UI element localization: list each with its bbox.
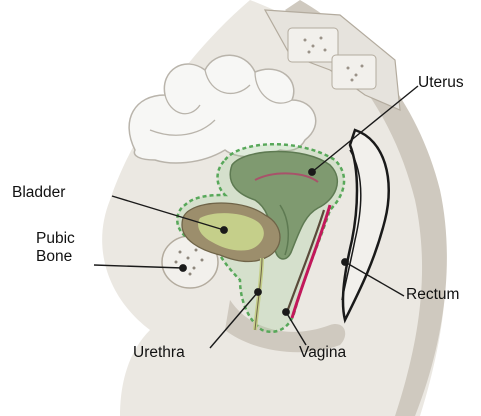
label-pubic-bone: Pubic Bone <box>36 230 75 266</box>
pubic-bone-leader-dot <box>180 265 186 271</box>
label-urethra: Urethra <box>133 344 185 362</box>
uterus-leader-dot <box>309 169 315 175</box>
vertebra-2 <box>332 55 376 89</box>
label-bladder: Bladder <box>12 184 65 202</box>
urethra-leader-dot <box>255 289 261 295</box>
vagina-leader-dot <box>283 309 289 315</box>
label-uterus: Uterus <box>418 74 464 92</box>
label-rectum: Rectum <box>406 286 459 304</box>
bladder-leader-dot <box>221 227 227 233</box>
label-vagina: Vagina <box>299 344 346 362</box>
rectum-leader-dot <box>342 259 348 265</box>
